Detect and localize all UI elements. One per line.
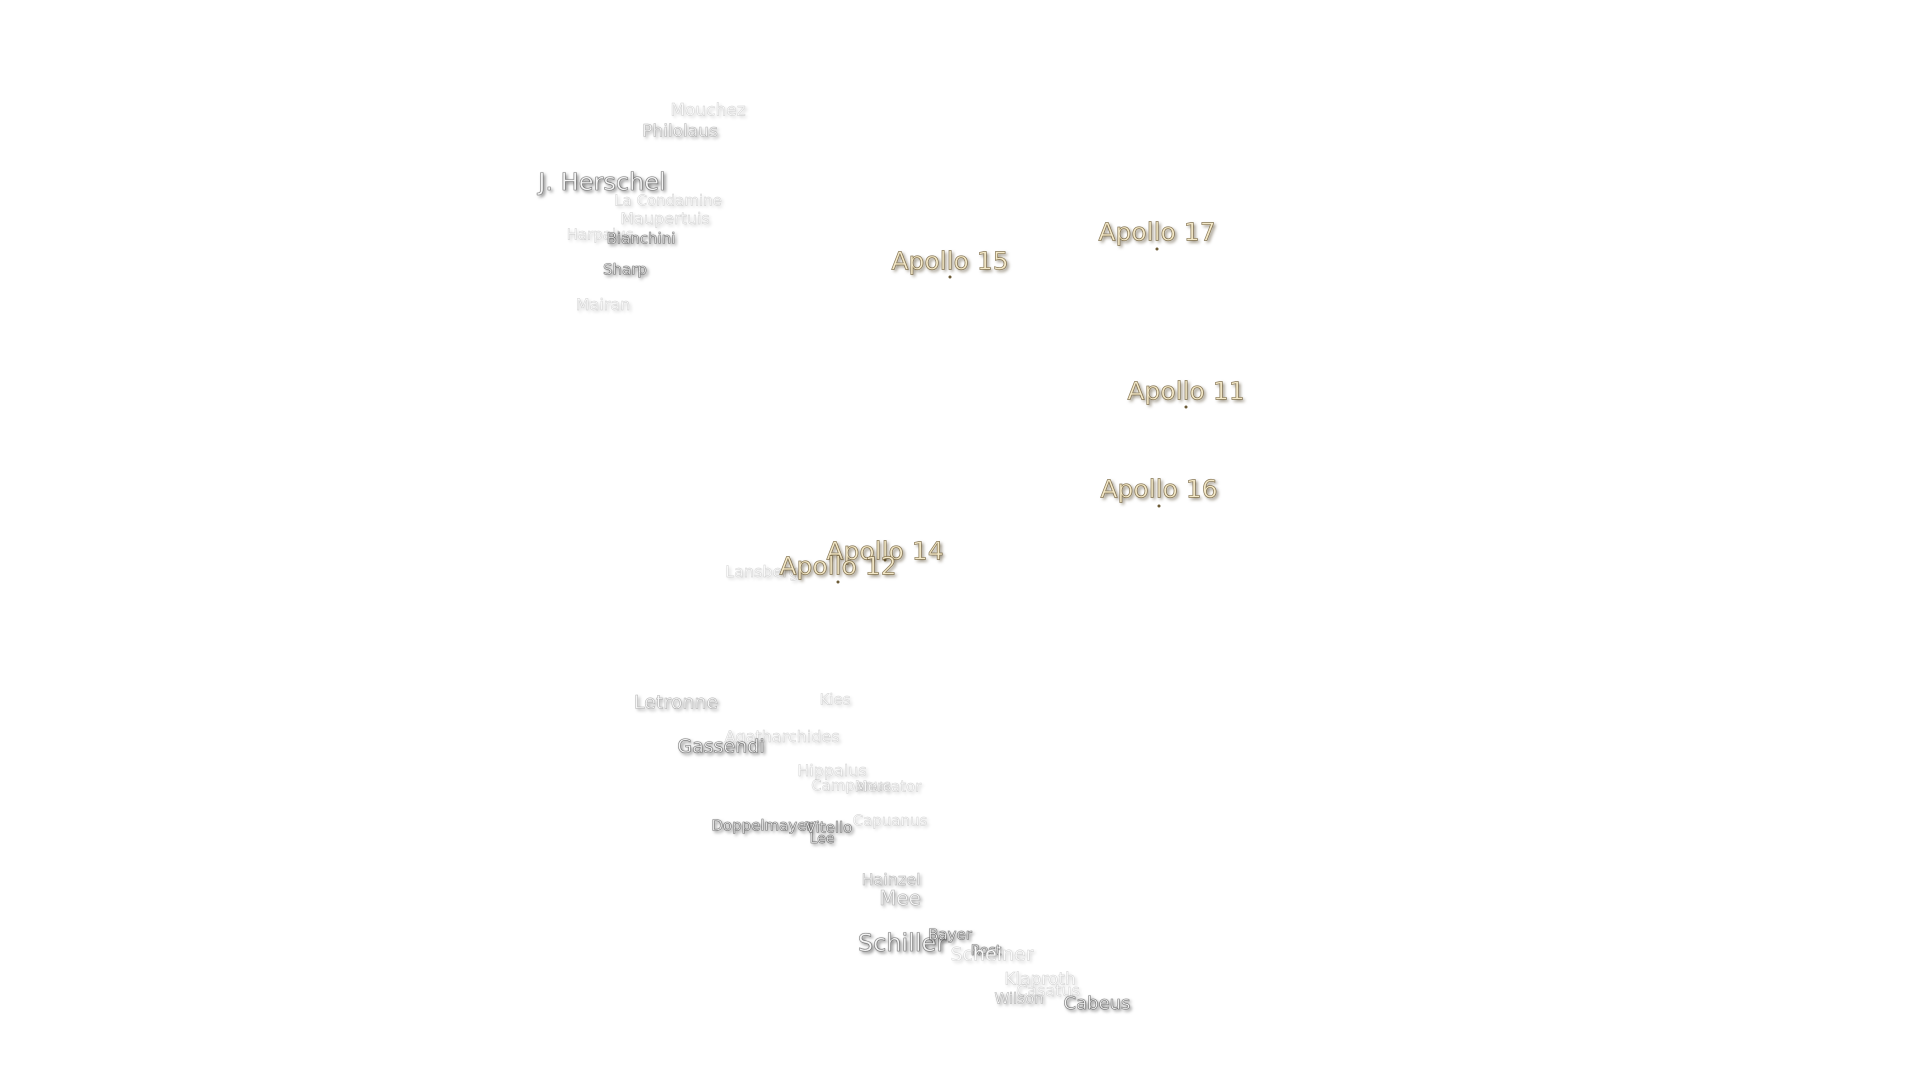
crater-label-campanus[interactable]: Campanus (811, 776, 891, 795)
crater-label-scheiner[interactable]: Scheiner (950, 943, 1034, 966)
landing-site-label-apollo-15[interactable]: Apollo 15 (891, 246, 1009, 276)
crater-label-kies[interactable]: Kies (819, 690, 851, 709)
landing-site-label-apollo-17[interactable]: Apollo 17 (1098, 217, 1216, 247)
crater-label-hainzel[interactable]: Hainzel (861, 870, 921, 889)
crater-label-vitello[interactable]: Vitello (805, 818, 853, 837)
crater-label-capuanus[interactable]: Capuanus (852, 811, 928, 830)
crater-label-sharp[interactable]: Sharp (603, 260, 648, 279)
crater-label-lansberg[interactable]: Lansberg (725, 562, 799, 581)
crater-label-mairan[interactable]: Mairan (575, 295, 631, 314)
landing-site-label-apollo-16[interactable]: Apollo 16 (1100, 474, 1218, 504)
landing-site-marker-apollo-15[interactable] (948, 275, 952, 279)
crater-label-lee[interactable]: Lee (809, 831, 835, 847)
crater-label-casatus[interactable]: Casatus (1016, 981, 1080, 1000)
crater-label-cabeus[interactable]: Cabeus (1063, 993, 1131, 1014)
crater-label-j-herschel[interactable]: J. Herschel (538, 168, 666, 196)
crater-label-letronne[interactable]: Letronne (633, 691, 719, 714)
crater-label-rost[interactable]: Rost (970, 943, 1002, 959)
crater-label-mee[interactable]: Mee (879, 886, 921, 910)
crater-label-mouchez[interactable]: Mouchez (670, 100, 746, 121)
crater-label-hippalus[interactable]: Hippalus (797, 761, 867, 780)
crater-label-la-condamine[interactable]: La Condamine (614, 191, 722, 210)
crater-label-klaproth[interactable]: Klaproth (1004, 969, 1076, 990)
crater-label-gassendi[interactable]: Gassendi (677, 735, 765, 758)
landing-site-marker-apollo-14[interactable] (883, 558, 887, 562)
crater-label-bianchini[interactable]: Bianchini (606, 229, 676, 248)
crater-label-bayer[interactable]: Bayer (928, 925, 972, 944)
landing-site-marker-apollo-11[interactable] (1184, 405, 1188, 409)
crater-label-doppelmayer[interactable]: Doppelmayer (711, 816, 813, 835)
crater-label-schiller[interactable]: Schiller (857, 929, 947, 957)
crater-label-agatharchides[interactable]: Agatharchides (724, 727, 840, 746)
landing-site-label-apollo-11[interactable]: Apollo 11 (1127, 376, 1245, 406)
crater-label-harpalus[interactable]: Harpalus (566, 225, 634, 244)
landing-site-marker-apollo-17[interactable] (1155, 247, 1159, 251)
landing-site-marker-apollo-16[interactable] (1157, 504, 1161, 508)
landing-site-label-apollo-12[interactable]: Apollo 12 (779, 551, 897, 581)
crater-label-wilson[interactable]: Wilson (994, 989, 1044, 1008)
crater-label-mercator[interactable]: Mercator (854, 777, 922, 796)
crater-label-philolaus[interactable]: Philolaus (642, 121, 718, 142)
crater-label-maupertuis[interactable]: Maupertuis (620, 209, 710, 228)
landing-site-marker-apollo-12[interactable] (836, 580, 840, 584)
